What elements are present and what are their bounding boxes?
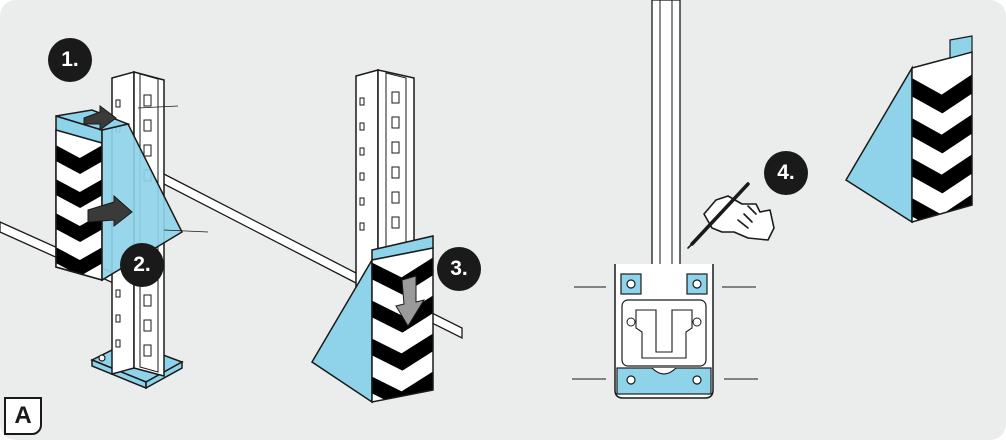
step-2-badge: 2. — [120, 243, 164, 287]
step-1-badge: 1. — [48, 38, 92, 82]
hazard-stripes-3 — [366, 248, 440, 402]
figure-label: A — [4, 397, 42, 435]
step-4-badge: 4. — [764, 151, 808, 195]
step-3-badge: 3. — [437, 247, 481, 291]
hazard-stripes-1 — [50, 130, 108, 280]
